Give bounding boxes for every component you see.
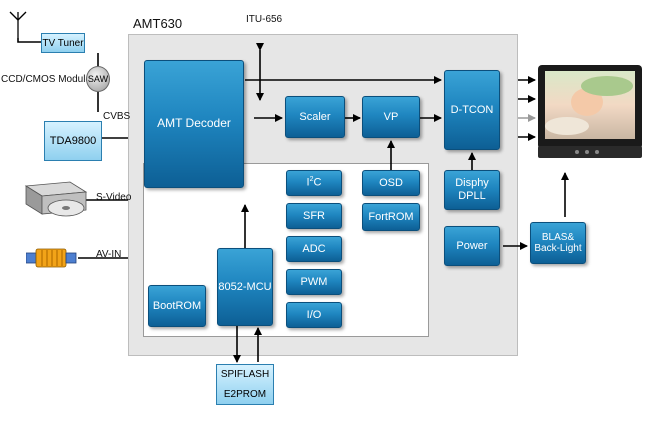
sfr-block: SFR [286, 203, 342, 229]
mcu-8052-block: 8052-MCU [217, 248, 273, 326]
i2c-label: I2C [306, 176, 322, 189]
mcu-label: 8052-MCU [218, 280, 272, 293]
ccd-cmos-module-label: CCD/CMOS Module [1, 74, 92, 85]
dvd-drive-icon [24, 181, 88, 217]
backlight-label-line2: Back-Light [534, 243, 582, 254]
itu-656-label: ITU-656 [246, 14, 283, 25]
display-dpll-block: Disphy DPLL [444, 170, 500, 210]
adc-block: ADC [286, 236, 342, 262]
amt-decoder-block: AMT Decoder [144, 60, 244, 188]
s-video-label: S-Video [96, 192, 132, 203]
av-connector-icon [26, 248, 77, 268]
antenna-icon [9, 11, 27, 38]
dpll-label-line1: Disphy [455, 177, 489, 190]
tv-tuner-block: TV Tuner [41, 33, 85, 53]
cvbs-label: CVBS [103, 111, 131, 122]
lcd-display-icon [538, 65, 642, 158]
bootrom-block: BootROM [148, 285, 206, 327]
sfr-label: SFR [303, 209, 325, 222]
e2prom-label: E2PROM [223, 388, 267, 400]
vp-label: VP [383, 110, 399, 123]
d-tcon-block: D-TCON [444, 70, 500, 150]
i2c-block: I2C [286, 170, 342, 196]
power-label: Power [456, 239, 488, 252]
power-block: Power [444, 226, 500, 266]
pwm-block: PWM [286, 269, 342, 295]
dpll-label-line2: DPLL [458, 190, 486, 202]
bootrom-label: BootROM [152, 299, 202, 312]
pwm-label: PWM [300, 275, 328, 288]
io-label: I/O [306, 308, 322, 321]
vp-block: VP [362, 96, 420, 138]
tda9800-block: TDA9800 [44, 121, 102, 161]
av-in-label: AV-IN [96, 249, 122, 260]
osd-label: OSD [379, 176, 403, 189]
adc-label: ADC [302, 242, 326, 255]
saw-filter: SAW [86, 66, 110, 92]
amt-decoder-label: AMT Decoder [157, 116, 231, 131]
osd-block: OSD [362, 170, 420, 196]
d-tcon-label: D-TCON [450, 103, 494, 116]
fontrom-label: FortROM [368, 210, 414, 223]
backlight-label-line1: BLAS& [541, 231, 575, 243]
spiflash-e2prom-block: SPIFLASH E2PROM [216, 364, 274, 405]
chip-title: AMT630 [133, 16, 183, 31]
backlight-block: BLAS& Back-Light [530, 222, 586, 264]
spiflash-label: SPIFLASH [220, 369, 270, 381]
fontrom-block: FortROM [362, 203, 420, 231]
scaler-block: Scaler [285, 96, 345, 138]
io-block: I/O [286, 302, 342, 328]
scaler-label: Scaler [299, 110, 331, 123]
